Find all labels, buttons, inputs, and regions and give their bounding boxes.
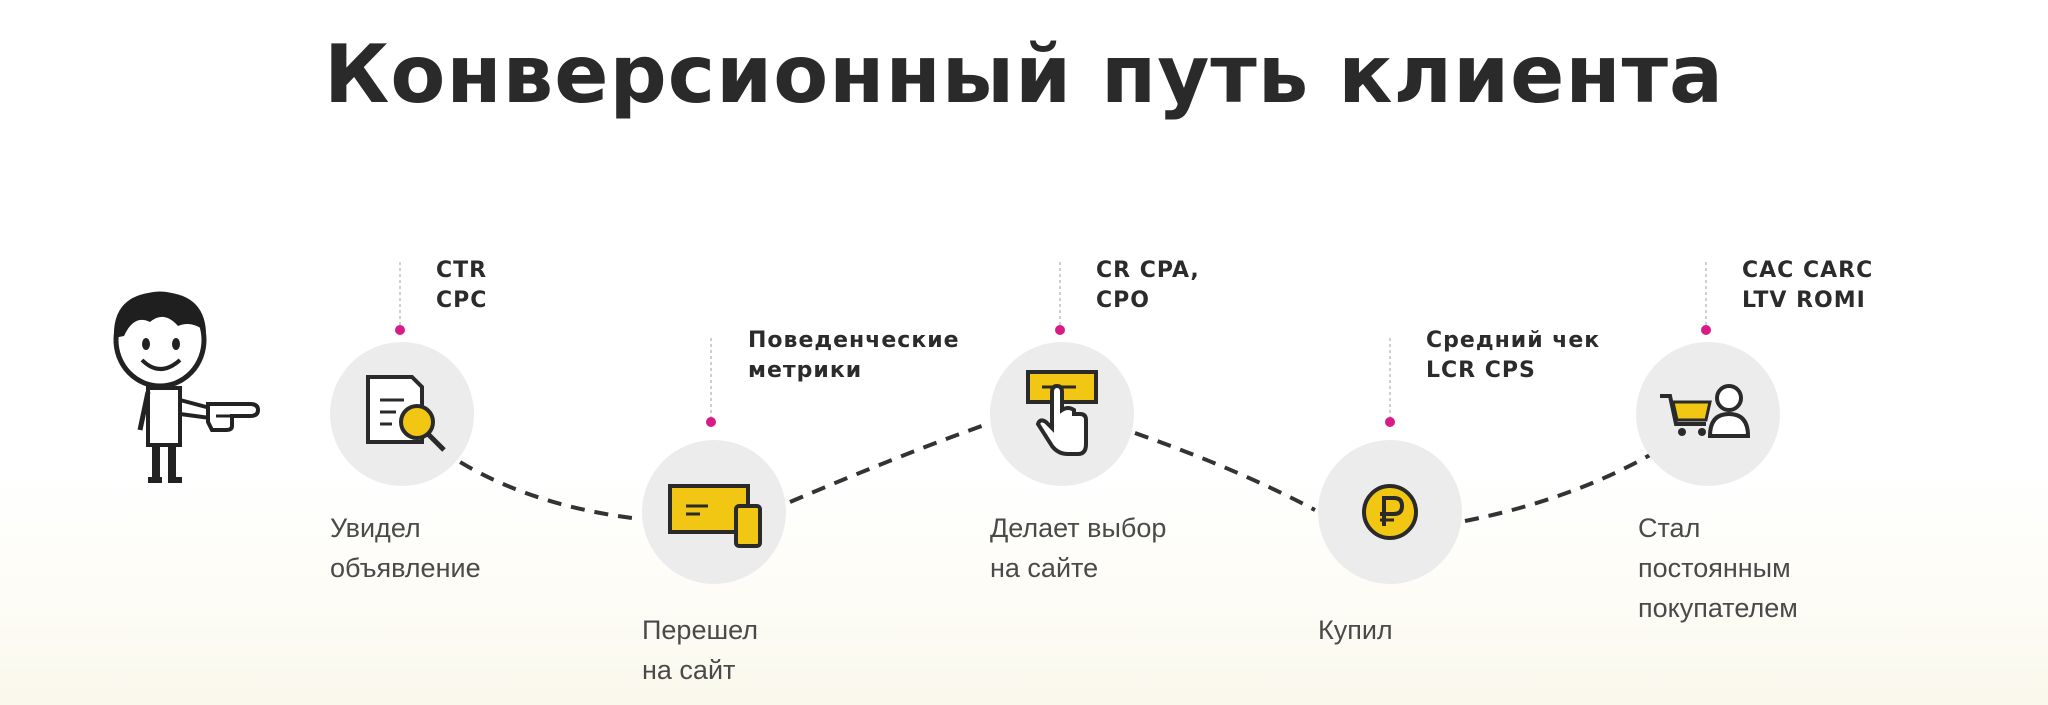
connector-2-3 — [789, 421, 991, 504]
pin-marker — [706, 338, 716, 427]
pin-marker — [1701, 262, 1711, 335]
document-magnifier-icon — [366, 375, 446, 452]
metric-label: CTR CPC — [436, 258, 488, 313]
step-circle-1 — [330, 342, 474, 486]
step-label: Делает выбор на сайте — [990, 513, 1167, 583]
cart-user-icon — [1660, 384, 1751, 438]
pin-marker — [1055, 262, 1065, 335]
step-circle-2 — [642, 440, 786, 584]
step-circle-4 — [1318, 440, 1462, 584]
step-circle-3 — [990, 342, 1134, 486]
step-label: Перешел на сайт — [642, 615, 758, 685]
click-hand-icon — [1026, 370, 1098, 456]
pin-marker — [1385, 338, 1395, 427]
step-label: Купил — [1318, 615, 1393, 645]
metric-label: Средний чек LCR CPS — [1426, 328, 1601, 383]
step-circle-5 — [1636, 342, 1780, 486]
connector-1-2 — [438, 447, 641, 521]
pin-marker — [395, 262, 405, 335]
step-label: Увидел объявление — [330, 513, 481, 583]
customer-character-icon — [113, 291, 261, 483]
step-label: Стал постоянным покупателем — [1638, 513, 1798, 623]
background-glow — [0, 470, 2048, 705]
metric-label: Поведенческие метрики — [748, 328, 960, 383]
connector-3-4 — [1134, 431, 1316, 512]
metric-label: CR CPA, CPO — [1096, 258, 1200, 313]
page-title: Конверсионный путь клиента — [323, 28, 1725, 121]
ruble-coin-icon — [1362, 484, 1418, 540]
browser-mobile-icon — [668, 484, 762, 548]
connector-4-5 — [1464, 453, 1651, 523]
metric-label: CAC CARC LTV ROMI — [1742, 258, 1874, 313]
